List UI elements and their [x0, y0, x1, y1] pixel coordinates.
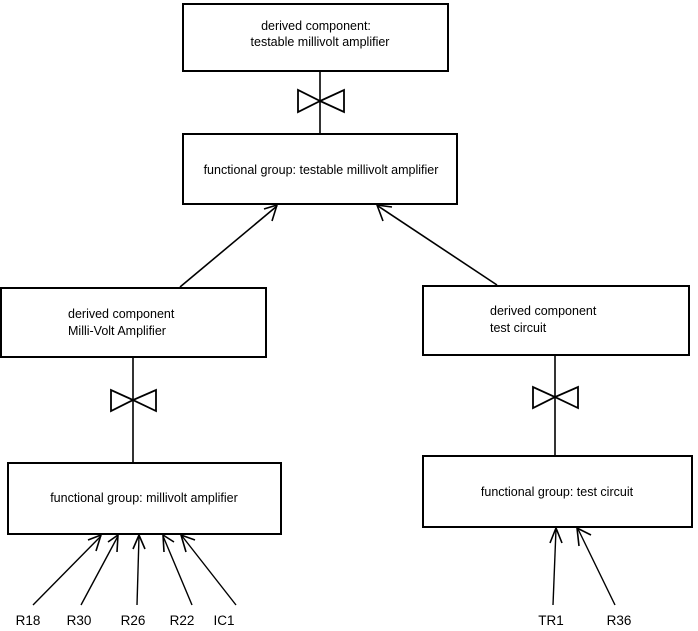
node-derived-test-circuit[interactable]: derived component test circuit — [422, 285, 690, 356]
node-label-derived-testable-mv-amp-line1: derived component: — [261, 19, 371, 33]
node-derived-mv-amp[interactable]: derived component Milli-Volt Amplifier — [0, 287, 267, 358]
connector-line-testcirc-to-fg-testable — [377, 205, 498, 286]
connector-line-r36 — [577, 528, 616, 606]
arrow-head-r26 — [132, 532, 146, 550]
bowtie-icon-right — [532, 385, 579, 410]
arrow-head-mvamp-to-fg-testable — [263, 203, 279, 222]
arrow-head-r22 — [162, 533, 175, 553]
node-box-derived-test-circuit[interactable] — [422, 285, 690, 356]
node-label-derived-mv-amp-line2: Milli-Volt Amplifier — [68, 324, 166, 338]
node-label-derived-testable-mv-amp-line2: testable millivolt amplifier — [251, 35, 390, 49]
arrow-head-r36 — [576, 526, 592, 547]
node-label-fg-testable-mv-amp: functional group: testable millivolt amp… — [204, 163, 439, 177]
connector-r36-to-fg-testcirc — [576, 526, 616, 606]
connector-testcirc-to-fg-testable — [375, 204, 498, 286]
bowtie-icon-top — [297, 88, 345, 114]
connector-line-r18 — [32, 535, 102, 606]
node-fg-test-circuit[interactable]: functional group: test circuit — [422, 455, 693, 528]
arrow-head-testcirc-to-fg-testable — [375, 204, 393, 222]
node-label-derived-test-circuit-line2: test circuit — [490, 321, 547, 335]
arrow-head-r30 — [107, 533, 119, 553]
connector-line-tr1 — [552, 528, 557, 606]
node-label-derived-mv-amp-line1: derived component — [68, 307, 175, 321]
node-fg-mv-amp[interactable]: functional group: millivolt amplifier — [7, 462, 282, 535]
connector-line-ic1 — [181, 535, 237, 606]
leaf-label-r36: R36 — [607, 613, 632, 628]
connector-line-r26 — [136, 535, 140, 606]
connector-r26-to-fg-mvamp — [132, 532, 146, 606]
connector-right-bowtie-link — [532, 355, 579, 455]
connector-ic1-to-fg-mvamp — [179, 533, 237, 606]
leaf-label-r26: R26 — [121, 613, 146, 628]
connector-r30-to-fg-mvamp — [80, 533, 119, 606]
connector-r18-to-fg-mvamp — [32, 533, 103, 606]
connector-line-r30 — [80, 535, 119, 606]
node-fg-testable-mv-amp[interactable]: functional group: testable millivolt amp… — [182, 133, 458, 205]
connector-left-bowtie-link — [110, 357, 157, 462]
leaf-label-tr1: TR1 — [538, 613, 564, 628]
leaf-label-r30: R30 — [67, 613, 92, 628]
connector-line-mvamp-to-fg-testable — [179, 205, 278, 288]
leaf-label-r22: R22 — [170, 613, 195, 628]
leaf-label-r18: R18 — [16, 613, 41, 628]
node-box-fg-mv-amp[interactable] — [7, 462, 282, 535]
connector-tr1-to-fg-testcirc — [549, 525, 563, 606]
node-box-derived-mv-amp[interactable] — [0, 287, 267, 358]
leaf-label-ic1: IC1 — [213, 613, 234, 628]
arrow-head-tr1 — [549, 525, 563, 544]
node-label-derived-test-circuit-line1: derived component — [490, 304, 597, 318]
connector-top-bowtie-link — [297, 71, 345, 133]
arrow-head-ic1 — [179, 533, 196, 553]
node-label-fg-test-circuit: functional group: test circuit — [481, 485, 634, 499]
bowtie-icon-left — [110, 388, 157, 413]
node-box-fg-test-circuit[interactable] — [422, 455, 693, 528]
node-label-fg-mv-amp: functional group: millivolt amplifier — [50, 491, 238, 505]
arrow-head-r18 — [87, 533, 103, 552]
node-derived-testable-mv-amp[interactable]: derived component: testable millivolt am… — [182, 3, 449, 72]
connector-line-r22 — [162, 535, 193, 606]
connector-r22-to-fg-mvamp — [162, 533, 193, 606]
connector-mvamp-to-fg-testable — [179, 203, 279, 288]
node-box-derived-testable-mv-amp[interactable] — [182, 3, 449, 72]
node-box-fg-testable-mv-amp[interactable] — [182, 133, 458, 205]
